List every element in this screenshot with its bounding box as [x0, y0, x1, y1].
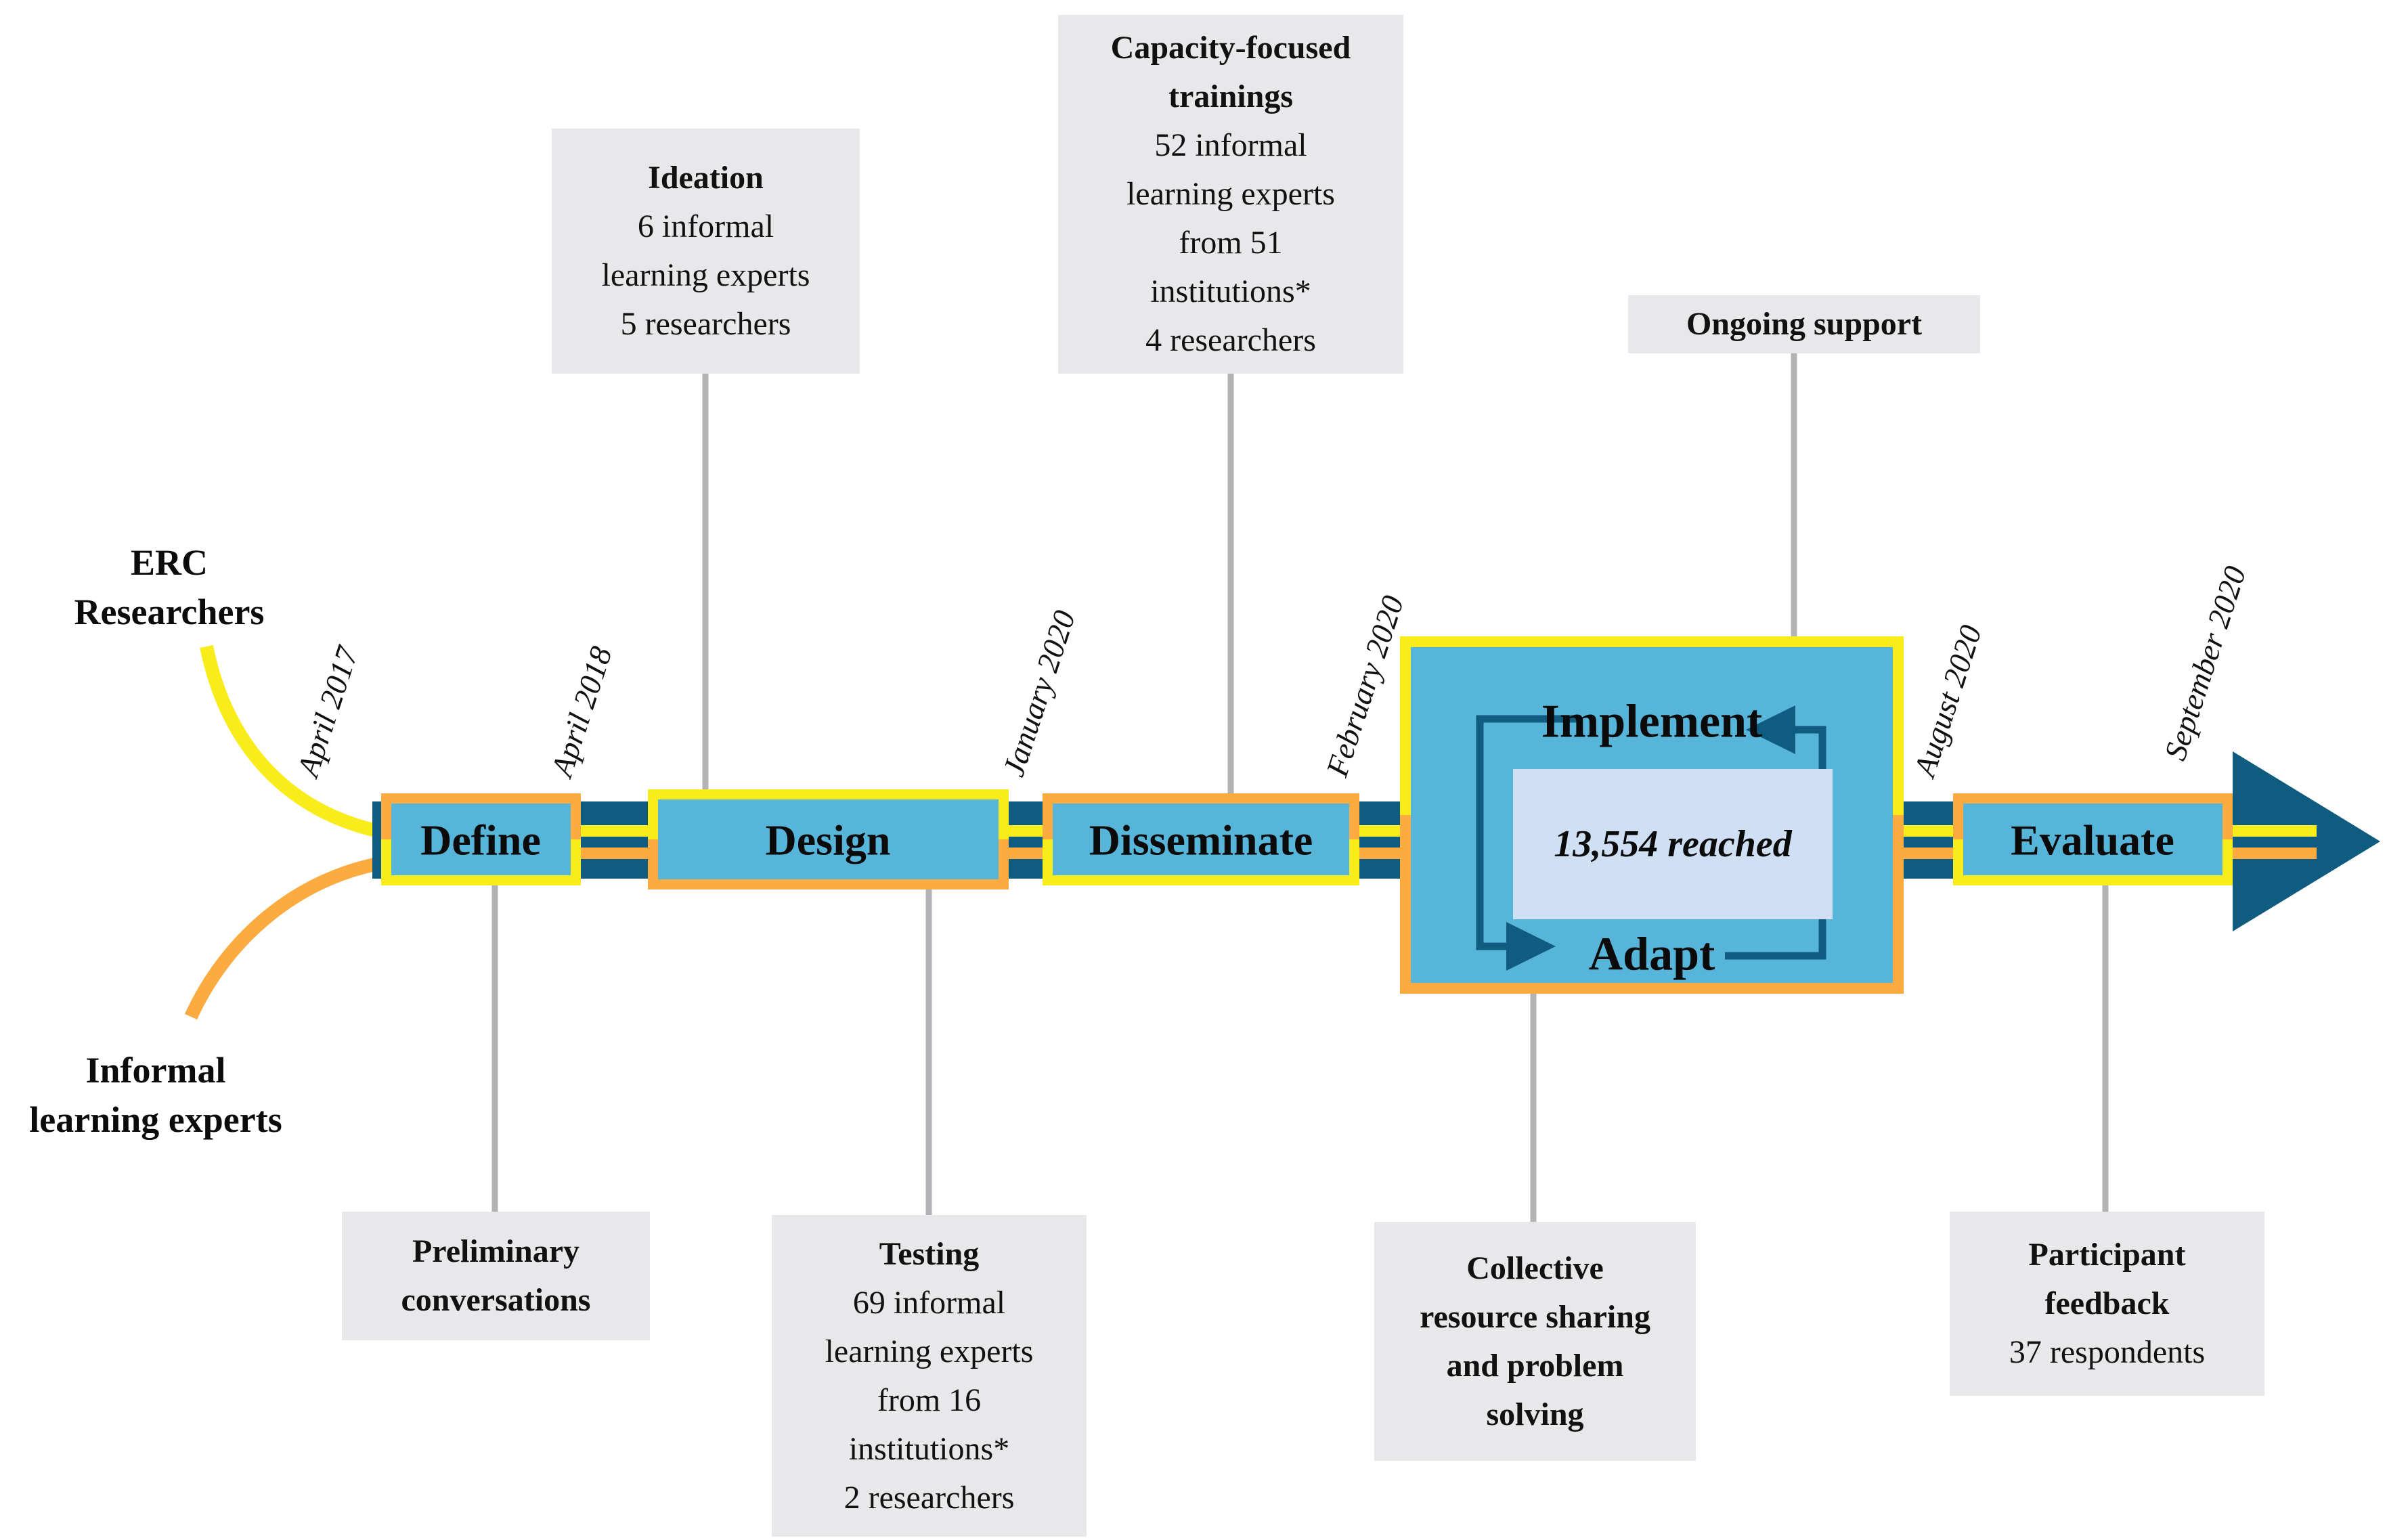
- strand-yellow-gap3: [1354, 825, 1407, 837]
- design-fill: [658, 799, 999, 879]
- date-april-2018: April 2018: [544, 642, 619, 783]
- strand-yellow-gap4: [1899, 825, 1961, 837]
- implement-adapt-box: Implement 13,554 reached Adapt: [1400, 636, 1904, 994]
- evaluate-box: Evaluate: [1953, 793, 2233, 885]
- callout-ongoing-title: Ongoing support: [1686, 306, 1923, 342]
- evaluate-fill: [1963, 804, 2222, 875]
- callout-participant-feedback: Participant feedback 37 respondents: [1950, 1212, 2264, 1396]
- informal-experts-label: Informal learning experts: [29, 1050, 282, 1140]
- strand-bands: [572, 825, 2317, 859]
- strand-yellow-gap1: [572, 825, 657, 837]
- strand-orange-gap2: [1002, 848, 1049, 859]
- callout-participant-title: Participant feedback: [2028, 1237, 2186, 1321]
- reached-box: [1513, 769, 1833, 919]
- strand-orange-gap1: [572, 848, 657, 859]
- callout-capacity-trainings: Capacity-focused trainings 52 informal l…: [1058, 15, 1403, 374]
- date-february-2020: February 2020: [1319, 592, 1410, 781]
- callout-capacity-title: Capacity-focused trainings: [1110, 30, 1351, 114]
- callout-ideation: Ideation 6 informal learning experts 5 r…: [552, 129, 860, 374]
- strand-yellow-gap2: [1002, 825, 1049, 837]
- reached-label: 13,554 reached: [1554, 823, 1793, 865]
- date-january-2020: January 2020: [996, 607, 1082, 781]
- phase-design-label: Design: [766, 816, 891, 864]
- disseminate-box: Disseminate: [1043, 793, 1359, 885]
- phase-disseminate-label: Disseminate: [1089, 816, 1313, 864]
- cycle-arrow-left-icon: [1746, 705, 1795, 754]
- callout-preliminary-title: Preliminary conversations: [401, 1233, 591, 1318]
- erc-researchers-curve: [200, 645, 391, 840]
- callout-ideation-body: 6 informal learning experts 5 researcher…: [601, 208, 810, 342]
- strand-orange-exit: [2227, 848, 2317, 859]
- callout-ongoing-support: Ongoing support: [1628, 295, 1980, 353]
- disseminate-fill: [1053, 804, 1349, 875]
- callout-capacity-body: 52 informal learning experts from 51 ins…: [1126, 127, 1335, 358]
- strand-yellow-exit: [2227, 825, 2317, 837]
- phase-evaluate-label: Evaluate: [2011, 816, 2174, 864]
- date-april-2017: April 2017: [290, 641, 365, 783]
- callout-collective-title: Collective resource sharing and problem …: [1420, 1250, 1650, 1432]
- informal-experts-curve: [184, 855, 391, 1020]
- callout-ideation-title: Ideation: [648, 160, 764, 196]
- callout-collective-sharing: Collective resource sharing and problem …: [1374, 1222, 1696, 1461]
- callout-connectors: [491, 352, 2109, 1224]
- date-labels: April 2017 April 2018 January 2020 Febru…: [290, 562, 2252, 783]
- erc-researchers-label: ERC Researchers: [74, 542, 265, 632]
- callout-testing-title: Testing: [879, 1235, 980, 1272]
- callout-testing: Testing 69 informal learning experts fro…: [772, 1215, 1087, 1537]
- timeline-arrowhead-icon: [2233, 751, 2380, 931]
- cycle-adapt-label: Adapt: [1589, 929, 1715, 981]
- phase-define-label: Define: [420, 816, 541, 864]
- date-september-2020: September 2020: [2158, 562, 2252, 764]
- cycle-implement-label: Implement: [1541, 696, 1763, 748]
- callout-participant-body: 37 respondents: [2009, 1334, 2206, 1370]
- define-box: Define: [381, 793, 581, 885]
- callout-testing-body: 69 informal learning experts from 16 ins…: [825, 1284, 1034, 1516]
- cycle-arrow-right-icon: [1506, 922, 1556, 971]
- define-fill: [391, 804, 571, 875]
- design-box: Design: [648, 789, 1009, 889]
- callout-preliminary-conversations: Preliminary conversations: [342, 1212, 650, 1340]
- strand-orange-gap4: [1899, 848, 1961, 859]
- cycle-arrow-left-path: [1476, 715, 1577, 950]
- strand-orange-gap3: [1354, 848, 1407, 859]
- date-august-2020: August 2020: [1906, 621, 1988, 783]
